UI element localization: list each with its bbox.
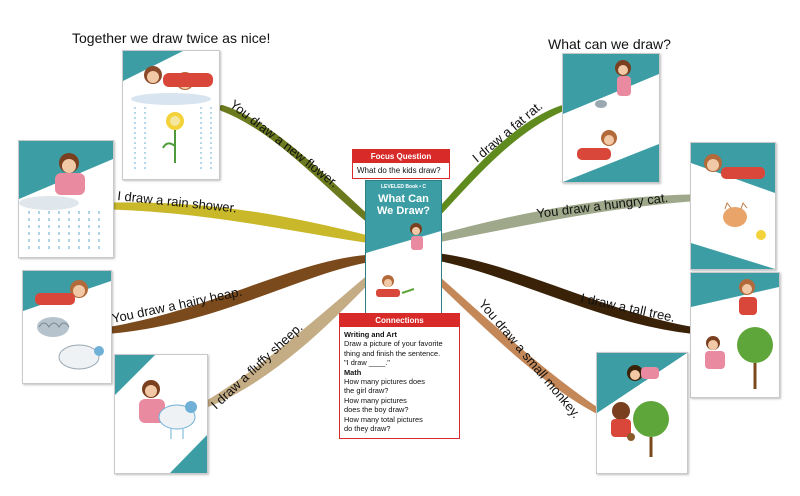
book-title-line: We Draw? xyxy=(377,205,430,217)
math-line: How many total pictures xyxy=(344,414,423,424)
illustration-hairy-heap xyxy=(22,270,112,384)
math-heading: Math xyxy=(344,367,362,377)
math-line: the girl draw? xyxy=(344,386,389,396)
book-series-label: LEVELED Book • C xyxy=(380,184,427,190)
flower-drawing-icon xyxy=(123,51,219,179)
focus-question-header: Focus Question xyxy=(353,150,449,163)
math-line: How many pictures does xyxy=(344,377,425,387)
illustration-fluffy-sheep xyxy=(114,354,208,474)
branch-rain-shower xyxy=(108,202,376,244)
math-line: does the boy draw? xyxy=(344,405,409,415)
writing-line: Draw a picture of your favorite xyxy=(344,339,443,349)
connections-box: Connections Writing and Art Draw a pictu… xyxy=(339,313,460,439)
connections-body: Writing and Art Draw a picture of your f… xyxy=(340,327,459,436)
branch-label: I draw a fluffy sheep. xyxy=(208,320,306,413)
branch-label: You draw a new flower. xyxy=(227,97,341,191)
writing-line: thing and finish the sentence. xyxy=(344,348,441,358)
math-line: do they draw? xyxy=(344,424,391,434)
focus-question-text: What do the kids draw? xyxy=(357,166,441,175)
fluffy-sheep-drawing-icon xyxy=(115,355,207,473)
book-cover-art-icon xyxy=(366,223,441,313)
illustration-fat-rat xyxy=(562,53,660,183)
branch-label: You draw a small monkey. xyxy=(476,296,584,421)
illustration-tall-tree xyxy=(690,272,780,398)
focus-question-box: Focus Question What do the kids draw? xyxy=(352,149,450,179)
branch-label: I draw a fat rat. xyxy=(469,98,545,165)
math-line: How many pictures xyxy=(344,395,407,405)
illustration-rain-shower xyxy=(18,140,114,258)
sheep-heap-drawing-icon xyxy=(23,271,111,383)
book-cover: LEVELED Book • C What Can We Draw? xyxy=(365,180,442,314)
illustration-hungry-cat xyxy=(690,142,776,270)
branch-label: You draw a hungry cat. xyxy=(536,190,669,221)
book-title-line: What Can xyxy=(378,193,429,205)
book-title: What Can We Draw? xyxy=(366,193,441,217)
cat-drawing-icon xyxy=(691,143,775,269)
monkey-drawing-icon xyxy=(597,353,687,473)
rain-drawing-icon xyxy=(19,141,113,257)
writing-heading: Writing and Art xyxy=(344,330,397,339)
illustration-small-monkey xyxy=(596,352,688,474)
illustration-new-flower xyxy=(122,50,220,180)
writing-line: "I draw ____." xyxy=(344,358,390,368)
tree-drawing-icon xyxy=(691,273,779,397)
connections-header: Connections xyxy=(340,314,459,327)
right-title: What can we draw? xyxy=(548,36,671,52)
rat-drawing-icon xyxy=(563,54,659,182)
left-title: Together we draw twice as nice! xyxy=(72,30,271,46)
